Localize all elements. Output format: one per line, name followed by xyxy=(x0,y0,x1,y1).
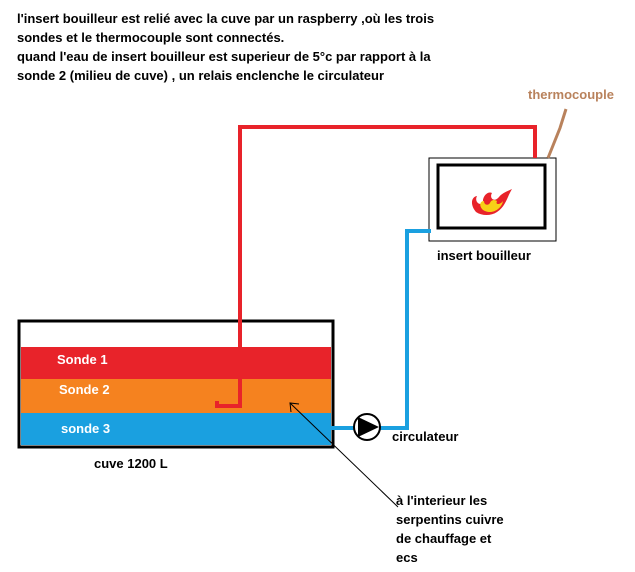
description-line: l'insert bouilleur est relié avec la cuv… xyxy=(17,11,435,26)
sonde1-band xyxy=(21,347,331,379)
circulateur-label: circulateur xyxy=(392,429,459,444)
sonde1-label: Sonde 1 xyxy=(57,352,108,367)
hot-pipe xyxy=(215,125,537,408)
flame-icon xyxy=(471,189,512,215)
cuve-label: cuve 1200 L xyxy=(94,456,168,471)
note-line: ecs xyxy=(396,550,418,565)
circulateur-icon xyxy=(353,413,381,441)
sonde2-band xyxy=(21,379,331,413)
annotation-note: à l'interieur les serpentins cuivre de c… xyxy=(396,491,504,567)
description-text: l'insert bouilleur est relié avec la cuv… xyxy=(17,9,434,85)
cold-pipe xyxy=(331,229,431,430)
note-line: serpentins cuivre xyxy=(396,512,504,527)
description-line: quand l'eau de insert bouilleur est supe… xyxy=(17,49,431,64)
note-line: de chauffage et xyxy=(396,531,492,546)
insert-bouilleur-label: insert bouilleur xyxy=(437,248,531,263)
sonde3-label: sonde 3 xyxy=(61,421,111,436)
sonde3-band xyxy=(21,413,331,445)
thermocouple-label: thermocouple xyxy=(528,87,614,102)
insert-bouilleur xyxy=(428,157,557,242)
cuve-tank xyxy=(17,319,335,449)
description-line: sonde 2 (milieu de cuve) , un relais enc… xyxy=(17,68,385,83)
thermocouple-wire xyxy=(546,108,568,159)
sonde2-label: Sonde 2 xyxy=(59,382,110,397)
insert-window xyxy=(436,163,547,230)
note-line: à l'interieur les xyxy=(396,493,488,508)
description-line: sondes et le thermocouple sont connectés… xyxy=(17,30,285,45)
pointer-arrow xyxy=(289,402,399,508)
